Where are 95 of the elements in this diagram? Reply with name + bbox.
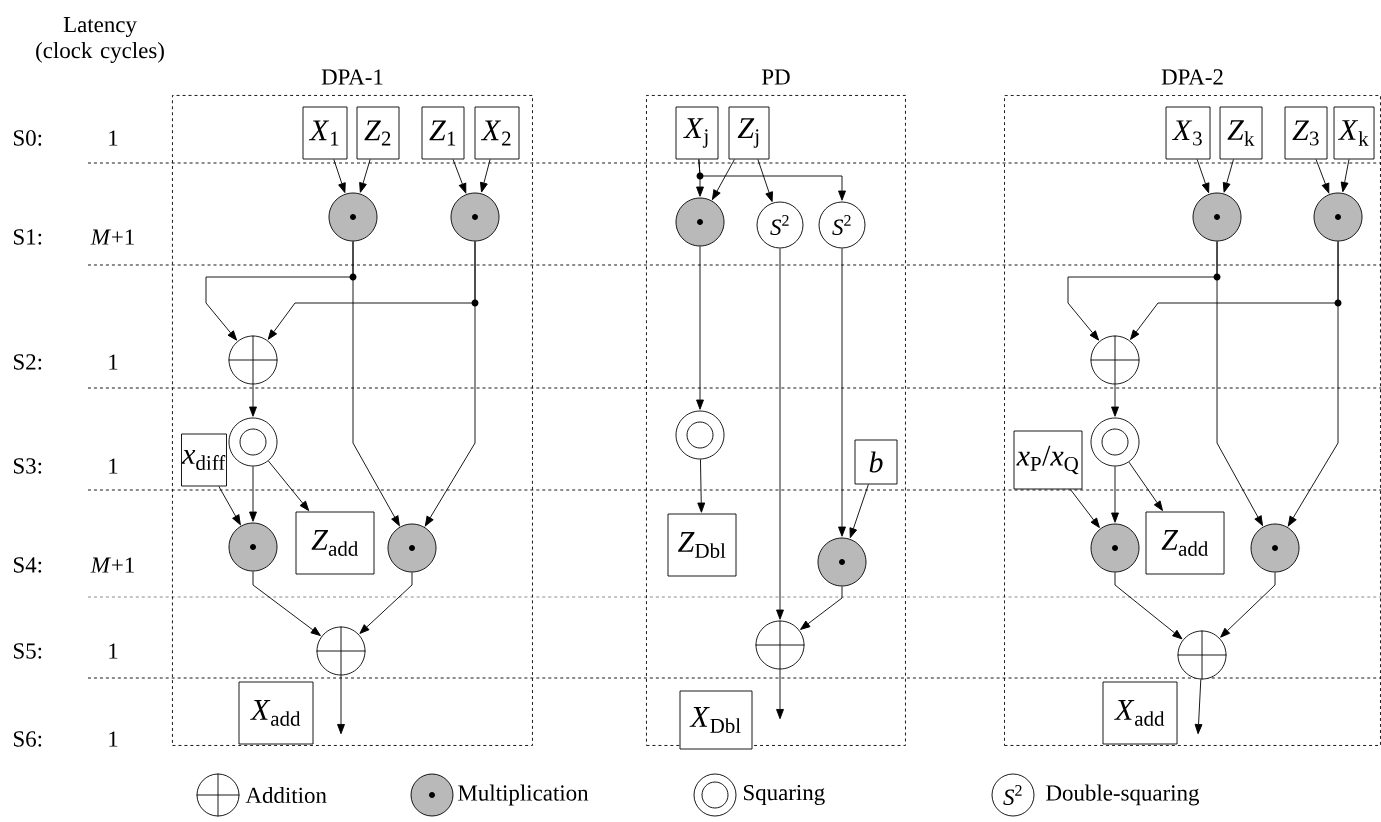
arrow [1069, 489, 1100, 528]
multiplier-circle [1250, 523, 1300, 573]
arrow [1196, 159, 1210, 194]
adder-circle [1090, 335, 1140, 385]
variable-box: x$_{diff}$ [181, 433, 227, 487]
arrow [352, 241, 400, 526]
latency-value: M+1 [90, 229, 134, 245]
variable-box: X$_{k}$ [1333, 106, 1375, 160]
legend-label: Squaring [744, 784, 825, 806]
multiplier-circle [328, 192, 378, 242]
arrow [249, 384, 257, 417]
arrow [776, 669, 784, 720]
arrow [698, 159, 846, 201]
legend-label: Multiplication [458, 784, 589, 806]
arrow [800, 586, 843, 630]
arrow [1128, 461, 1163, 511]
variable-box: Z$_{add}$ [1145, 511, 1225, 575]
multiplier-circle [1090, 523, 1140, 573]
variable-box: Z$_{k}$ [1219, 106, 1263, 160]
arrow [252, 571, 321, 636]
multiplier-circle [1313, 192, 1363, 242]
stage-label: S0: [14, 130, 42, 146]
latency-value: 1 [109, 731, 118, 747]
arrow [1194, 678, 1203, 735]
axis-title: Latency (clock cycles) [36, 17, 164, 63]
arrow [218, 486, 241, 525]
variable-box: X$_{add}$ [238, 681, 314, 745]
variable-box: Z$_{2}$ [356, 106, 400, 160]
multiplier-circle [675, 197, 725, 247]
squarer-circle [1090, 417, 1140, 467]
multiplier-circle [817, 537, 867, 587]
stage-label: S4: [14, 557, 42, 573]
stage-label: S6: [14, 731, 42, 747]
adder-circle [228, 335, 278, 385]
arrow [452, 159, 467, 194]
variable-box: Z$_{3}$ [1284, 106, 1328, 160]
arrow [696, 246, 704, 410]
variable-box: X$_{3}$ [1165, 106, 1211, 160]
arrow [697, 459, 706, 513]
stage-label: S1: [14, 229, 42, 245]
variable-box: X$_{1}$ [302, 106, 348, 160]
variable-box: Z$_{Dbl}$ [667, 513, 737, 577]
latency-value: 1 [109, 643, 118, 659]
adder-circle [1177, 630, 1227, 680]
arrow [712, 159, 735, 200]
arrow [776, 248, 784, 620]
legend-label: Double-squaring [1046, 784, 1200, 806]
arrow [267, 460, 310, 511]
arrow [1220, 572, 1276, 638]
arrow [1287, 241, 1339, 527]
frame-title: DPA-1 [321, 69, 383, 85]
variable-box: Z$_{add}$ [295, 511, 375, 575]
arrow [1111, 466, 1119, 523]
adder-circle [755, 620, 805, 670]
arrow [424, 241, 476, 527]
arrow [480, 159, 491, 193]
arrow [1222, 159, 1234, 193]
latency-value: 1 [109, 130, 118, 146]
multiplier-circle [228, 522, 278, 572]
arrow [359, 572, 413, 634]
arrow [333, 159, 346, 193]
variable-box: X$_{Dbl}$ [679, 690, 753, 750]
multiplier-circle [450, 192, 500, 242]
arrow [359, 159, 371, 193]
variable-box: X$_{add}$ [1102, 681, 1178, 745]
arrow [838, 248, 846, 537]
arrow [1216, 241, 1263, 526]
arrow [849, 484, 869, 539]
stage-label: S2: [14, 354, 42, 370]
latency-value: M+1 [90, 557, 134, 573]
variable-box: X$_{j}$ [675, 106, 719, 160]
variable-box: X$_{2}$ [474, 106, 520, 160]
stage-label: S3: [14, 458, 42, 474]
stage-label: S5: [14, 643, 42, 659]
variable-box: b [854, 439, 898, 485]
squarer-circle [228, 417, 278, 467]
arrow [1315, 159, 1330, 194]
arrow [249, 466, 257, 522]
frame-title: DPA-2 [1161, 69, 1223, 85]
arrow [757, 159, 773, 202]
latency-value: 1 [109, 354, 118, 370]
frame-title: PD [761, 69, 790, 85]
adder-circle [316, 626, 366, 676]
variable-box: Z$_{j}$ [728, 106, 770, 160]
variable-box: Z$_{1}$ [421, 106, 465, 160]
legend-label: Addition [245, 786, 327, 804]
squarer-circle [675, 410, 725, 460]
multiplier-circle [1192, 192, 1242, 242]
arrow [1340, 159, 1350, 193]
variable-box: x$_{P}$/x$_{Q}$ [1013, 430, 1083, 490]
arrow [1111, 384, 1119, 417]
multiplier-circle [387, 523, 437, 573]
latency-value: 1 [109, 458, 118, 474]
arrow [337, 675, 345, 735]
arrow [1114, 572, 1183, 640]
